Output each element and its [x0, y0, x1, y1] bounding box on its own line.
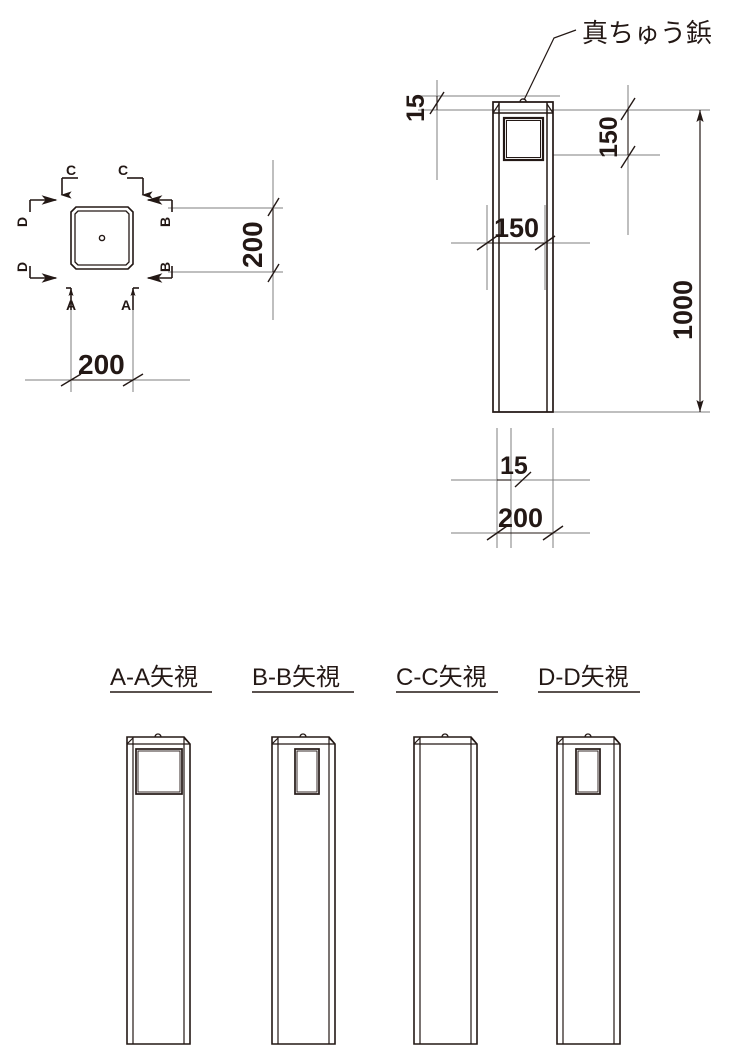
- wall-thickness-value: 15: [500, 452, 528, 480]
- section-marker-c-right-label: C: [118, 162, 128, 178]
- plan-depth-dimension-value: 200: [237, 221, 268, 268]
- panel-width-dimension: 150: [476, 213, 556, 251]
- arrow-view-d-d-panel: [575, 748, 601, 795]
- panel-height-value: 150: [595, 116, 623, 158]
- section-marker-a-right: A: [121, 287, 139, 313]
- plan-width-dimension: 200: [60, 349, 144, 387]
- section-marker-b-bottom-label: B: [157, 262, 173, 272]
- section-marker-c-left-label: C: [66, 162, 76, 178]
- section-marker-d-bottom-label: D: [14, 262, 30, 272]
- section-marker-d-top-label: D: [14, 217, 30, 227]
- section-marker-b-top: B: [146, 195, 173, 227]
- arrow-view-a-a-stud-icon: [154, 733, 162, 738]
- arrow-view-a-a: A-A矢視: [110, 664, 212, 1045]
- plan-extension-lines: [25, 160, 283, 392]
- brass-stud-hole-icon: [98, 234, 106, 242]
- arrow-view-b-b-panel: [294, 748, 320, 795]
- brass-stud-callout-label: 真ちゅう鋲: [582, 18, 712, 48]
- section-marker-a-left-label: A: [66, 297, 76, 313]
- elevation-extension-lines: [418, 80, 710, 548]
- elevation-panel: [502, 116, 545, 162]
- section-marker-b-bottom: B: [146, 262, 173, 283]
- elevation-cap-chamfers: [492, 103, 554, 114]
- front-elevation-view: 15 150 1000 150 15: [402, 18, 712, 548]
- arrow-view-d-d-stud-icon: [584, 733, 592, 738]
- panel-width-value: 150: [494, 213, 539, 243]
- plan-body-outline: [70, 206, 134, 270]
- arrow-view-c-c-label: C-C矢視: [396, 664, 487, 691]
- cap-thickness-dimension: 15: [402, 91, 445, 122]
- arrow-view-d-d-label: D-D矢視: [538, 664, 629, 691]
- section-marker-b-top-label: B: [157, 217, 173, 227]
- brass-stud-icon: [519, 98, 527, 103]
- section-marker-a-left: A: [66, 287, 76, 313]
- wall-thickness-dimension: 15: [497, 452, 532, 488]
- arrow-view-d-d: D-D矢視: [538, 664, 640, 1045]
- arrow-view-a-a-label: A-A矢視: [110, 664, 198, 691]
- plan-chamfer-lines: [70, 206, 134, 270]
- total-height-dimension: 1000: [668, 110, 704, 412]
- arrow-view-b-b-stud-icon: [299, 733, 307, 738]
- cap-thickness-value: 15: [402, 94, 430, 122]
- panel-height-dimension: 150: [595, 97, 636, 169]
- section-marker-c-left: C: [60, 162, 78, 199]
- arrow-view-b-b: B-B矢視: [252, 664, 354, 1045]
- section-marker-a-right-label: A: [121, 297, 131, 313]
- plan-width-dimension-value: 200: [78, 349, 125, 380]
- top-plan-view: C C A A D: [14, 160, 283, 392]
- body-width-value: 200: [498, 503, 543, 533]
- elevation-cap-band: [493, 102, 553, 412]
- arrow-view-b-b-label: B-B矢視: [252, 664, 340, 691]
- section-marker-d-bottom: D: [14, 262, 58, 283]
- total-height-value: 1000: [668, 280, 698, 340]
- arrow-view-c-c-stud-icon: [441, 733, 449, 738]
- elevation-panel-inner: [506, 120, 541, 158]
- elevation-body-outline: [492, 101, 554, 413]
- arrow-view-row: A-A矢視 B-B矢視: [110, 664, 640, 1045]
- arrow-view-a-a-panel: [135, 748, 183, 795]
- arrow-view-c-c: C-C矢視: [396, 664, 498, 1045]
- body-width-dimension: 200: [486, 503, 564, 541]
- plan-depth-dimension: 200: [237, 197, 280, 283]
- section-marker-d-top: D: [14, 195, 58, 227]
- brass-stud-callout-leader: [523, 29, 577, 101]
- plan-body-inner: [74, 210, 130, 266]
- section-marker-c-right: C: [118, 162, 153, 199]
